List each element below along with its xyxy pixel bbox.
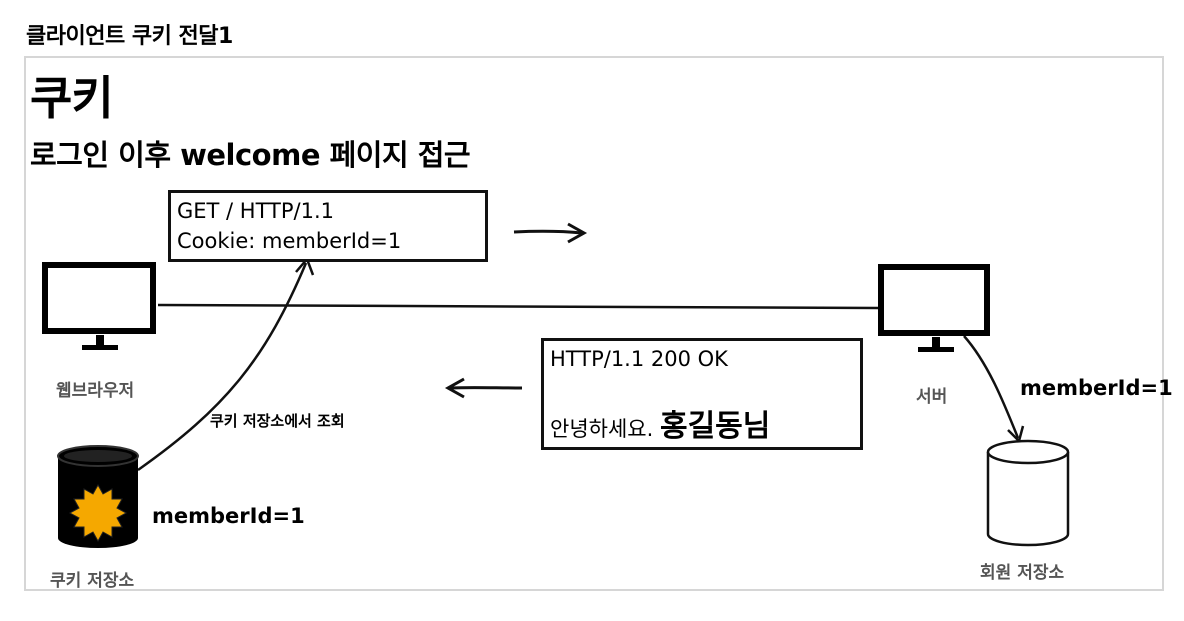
request-arrow-icon: [513, 222, 588, 244]
page-heading: 클라이언트 쿠키 전달1: [26, 24, 233, 49]
cookie-icon: [68, 483, 128, 543]
response-member-name: 홍길동님: [659, 409, 771, 444]
member-store-label: 회원 저장소: [980, 563, 1065, 583]
http-request-box: GET / HTTP/1.1 Cookie: memberId=1: [168, 190, 488, 262]
slide-title: 쿠키: [30, 71, 114, 125]
response-body: 안녕하세요. 홍길동님: [550, 401, 770, 445]
request-cookie-header: Cookie: memberId=1: [177, 229, 402, 253]
server-monitor-icon: [878, 264, 990, 352]
server-label: 서버: [916, 387, 948, 407]
response-greeting: 안녕하세요.: [550, 417, 654, 441]
cookie-lookup-note: 쿠키 저장소에서 조회: [210, 412, 345, 430]
web-browser-monitor-icon: [42, 262, 156, 350]
connection-line: [157, 303, 879, 310]
server-member-id: memberId=1: [1020, 376, 1173, 400]
cookie-store-label: 쿠키 저장소: [50, 571, 135, 591]
slide-subtitle: 로그인 이후 welcome 페이지 접근: [30, 138, 471, 172]
response-status-line: HTTP/1.1 200 OK: [550, 347, 728, 371]
member-store-cylinder-icon: [986, 439, 1070, 547]
cookie-lookup-arrow-icon: [137, 256, 315, 472]
http-response-box: HTTP/1.1 200 OK 안녕하세요. 홍길동님: [541, 338, 863, 450]
web-browser-label: 웹브라우저: [56, 381, 135, 401]
server-lookup-arrow-icon: [963, 335, 1025, 444]
response-arrow-icon: [444, 377, 523, 399]
cookie-store-value: memberId=1: [152, 504, 305, 528]
diagram-frame: 쿠키 로그인 이후 welcome 페이지 접근: [24, 56, 1173, 591]
request-line: GET / HTTP/1.1: [177, 199, 335, 223]
